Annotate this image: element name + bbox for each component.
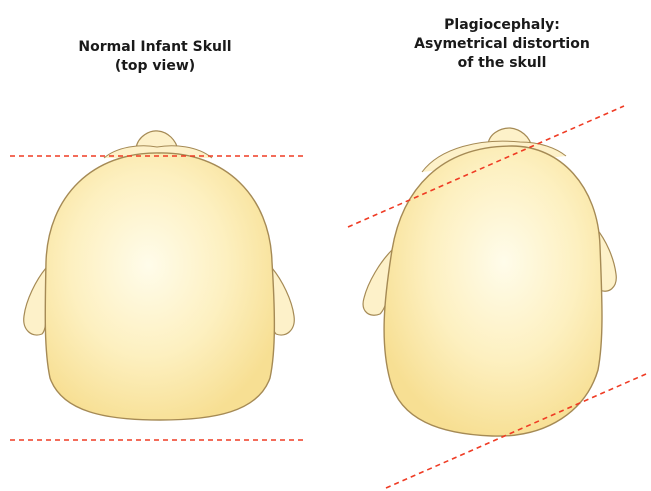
normal-skull-title: Normal Infant Skull (top view) <box>40 38 270 76</box>
normal-skull-head <box>45 153 274 420</box>
normal-skull-title-line-1: Normal Infant Skull <box>40 38 270 57</box>
normal-skull-title-line-2: (top view) <box>40 57 270 76</box>
plagio-skull-title: Plagiocephaly: Asymetrical distortion of… <box>372 16 632 73</box>
normal-skull-left-ear <box>24 268 46 335</box>
normal-skull-right-ear <box>272 268 294 335</box>
normal-skull <box>24 131 295 420</box>
plagio-skull-title-line-2: Asymetrical distortion <box>372 35 632 54</box>
plagio-skull <box>363 128 616 436</box>
plagio-skull-title-line-3: of the skull <box>372 54 632 73</box>
plagio-skull-head <box>384 146 602 436</box>
plagio-skull-title-line-1: Plagiocephaly: <box>372 16 632 35</box>
